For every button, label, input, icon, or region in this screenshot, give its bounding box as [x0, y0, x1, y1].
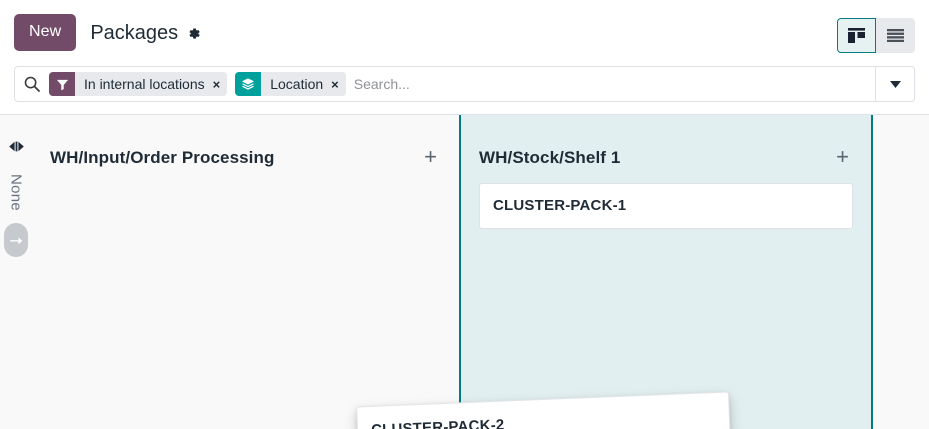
kanban-column-header: WH/Input/Order Processing + — [42, 133, 449, 183]
caret-down-icon — [889, 80, 901, 88]
kanban-card-title: CLUSTER-PACK-1 — [493, 197, 627, 214]
list-view-button[interactable] — [876, 18, 915, 53]
kanban-view-icon — [848, 28, 865, 43]
breadcrumb: Packages — [90, 23, 201, 43]
search-input[interactable] — [353, 69, 875, 99]
kanban-card[interactable]: CLUSTER-PACK-1 — [479, 183, 853, 229]
search-facet-label: In internal locations — [84, 76, 205, 92]
kanban-column-body: CLUSTER-PACK-1 — [471, 183, 861, 229]
filter-funnel-icon — [49, 72, 75, 96]
search-icon — [15, 76, 49, 92]
layers-stack-icon — [235, 72, 262, 96]
kanban-column-title: WH/Stock/Shelf 1 — [479, 148, 621, 167]
search-facet-label: Location — [270, 76, 324, 92]
kanban-columns: WH/Input/Order Processing + WH/Stock/She… — [32, 115, 929, 429]
kanban-group-label: None — [7, 174, 25, 212]
kanban-column-add-button[interactable]: + — [424, 143, 437, 169]
gear-icon[interactable] — [186, 26, 201, 41]
search-facet-content: In internal locations × — [75, 72, 228, 96]
search-facet-in-internal-locations[interactable]: In internal locations × — [49, 72, 228, 96]
search-bar[interactable]: In internal locations × Location × — [14, 66, 915, 102]
kanban-column-title: WH/Input/Order Processing — [50, 148, 275, 167]
view-switcher — [837, 18, 915, 53]
search-facet-content: Location × — [261, 72, 346, 96]
control-panel-top-row: New Packages — [0, 0, 929, 65]
search-facet-remove-icon[interactable]: × — [212, 76, 221, 92]
page-title: Packages — [90, 21, 179, 44]
kanban-card-title: CLUSTER-PACK-2 — [370, 416, 505, 429]
kanban-group-sidebar: None — [0, 115, 32, 429]
kanban-column-stock-shelf-1[interactable]: WH/Stock/Shelf 1 + CLUSTER-PACK-1 — [459, 115, 873, 429]
list-view-icon — [887, 29, 904, 42]
kanban-group-next-button[interactable] — [4, 223, 28, 258]
kanban-column-order-processing[interactable]: WH/Input/Order Processing + — [32, 115, 459, 429]
kanban-board: None WH/Input/Order Processing + — [0, 114, 929, 429]
kanban-column-header: WH/Stock/Shelf 1 + — [471, 133, 861, 183]
control-panel: New Packages — [0, 0, 929, 114]
kanban-view-button[interactable] — [837, 18, 876, 53]
new-button[interactable]: New — [14, 14, 77, 51]
search-dropdown-toggle[interactable] — [875, 67, 914, 101]
kanban-empty-gutter — [873, 115, 929, 429]
arrow-right-icon — [9, 236, 23, 245]
search-facet-remove-icon[interactable]: × — [331, 76, 339, 92]
expand-collapse-arrows-icon[interactable] — [8, 141, 25, 152]
kanban-column-add-button[interactable]: + — [836, 143, 849, 169]
search-facet-location[interactable]: Location × — [235, 72, 346, 96]
